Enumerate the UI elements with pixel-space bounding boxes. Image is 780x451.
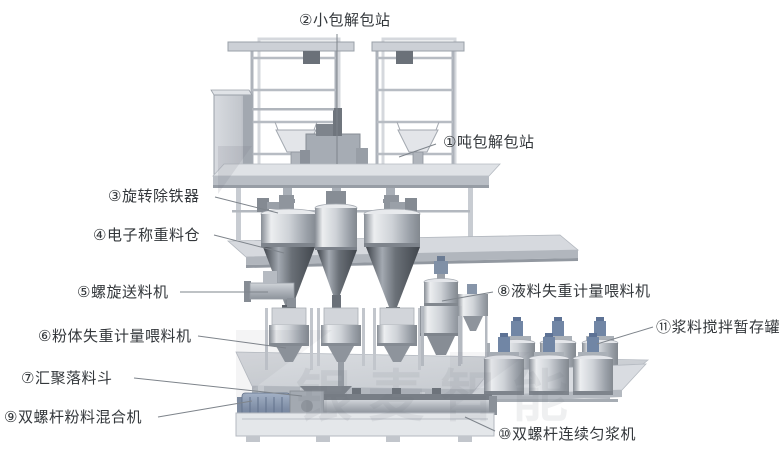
leader-line-11: [596, 326, 654, 345]
leader-line-6: [197, 335, 287, 349]
leader-line-7: [133, 377, 303, 397]
label-ton-bag-unpacking-station: ①吨包解包站: [443, 134, 535, 151]
twin-screw-barrel: [324, 400, 492, 413]
weigh-hopper-2: [314, 191, 358, 311]
leader-line-3: [214, 196, 279, 214]
liw-feeder-1: [265, 307, 313, 370]
slurry-tank-group: [469, 317, 647, 403]
discharge-cone: [317, 250, 357, 295]
mixer-assembly: [235, 386, 497, 442]
label-rotary-magnet-separator: ③旋转除铁器: [108, 188, 200, 205]
liquid-feeder-stack: [420, 256, 488, 366]
leader-lines: [133, 34, 654, 432]
watermark-text: 银麦智能: [296, 365, 584, 428]
watermark-logo: [218, 146, 530, 410]
label-slurry-stirring-buffer-tank: ⑪浆料搅拌暂存罐: [656, 319, 780, 336]
leader-line-1: [398, 143, 437, 158]
tank-manifold-pipe: [486, 399, 618, 402]
label-twin-screw-continuous-slurry-machine: ⑩双螺杆连续匀浆机: [498, 426, 636, 443]
leader-line-9: [157, 400, 253, 418]
hoist-trolley-left: [303, 51, 320, 64]
weigh-hopper-3: [363, 195, 421, 312]
hoist-trolley-right: [396, 51, 413, 64]
leader-line-10: [464, 416, 496, 432]
label-liquid-loss-in-weight-feeder: ⑧液料失重计量喂料机: [497, 283, 651, 300]
label-small-bag-unpacking-station: ②小包解包站: [299, 12, 391, 29]
upper-platform: [212, 163, 501, 240]
discharge-cone: [366, 247, 420, 307]
leader-line-8: [441, 291, 494, 302]
label-twin-screw-powder-mixer: ⑨双螺杆粉料混合机: [4, 409, 142, 426]
label-powder-loss-in-weight-feeder: ⑥粉体失重计量喂料机: [38, 328, 192, 345]
leader-line-4: [213, 234, 285, 254]
pipe: [252, 108, 334, 111]
ton-bag-station: [397, 129, 439, 153]
label-converging-hopper: ⑦汇聚落料斗: [21, 370, 113, 387]
agitator-motor: [434, 261, 448, 274]
liw-feeder-3: [373, 307, 421, 370]
tank-front-row: [483, 333, 614, 395]
small-bag-station: [300, 108, 368, 173]
label-electronic-weighing-silo: ④电子称重料仓: [93, 227, 200, 244]
label-screw-feeder: ⑤螺旋送料机: [77, 284, 169, 301]
liw-feeder-2: [317, 307, 365, 390]
discharge-cone: [263, 247, 315, 305]
